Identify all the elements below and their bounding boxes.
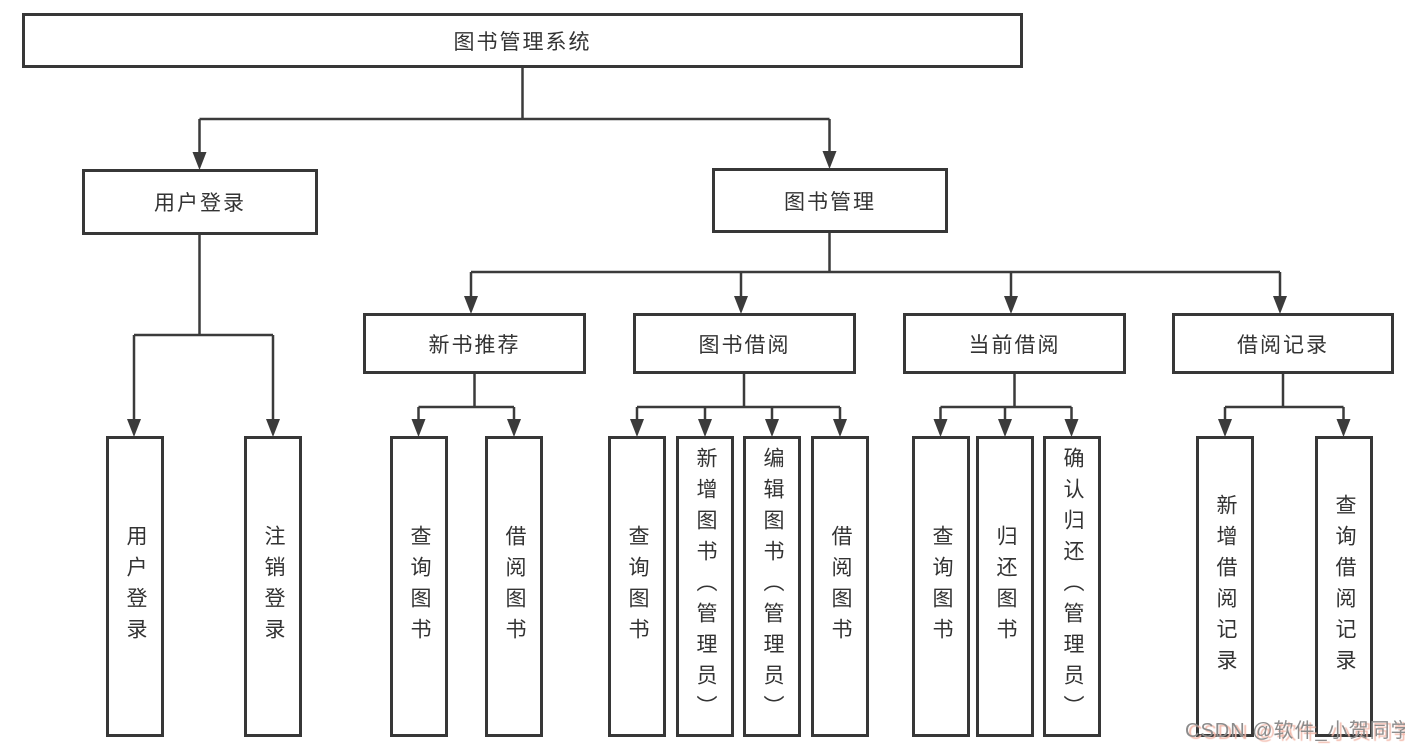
leaf-current-query-book: 查询图书 [912, 436, 970, 737]
csdn-watermark: CSDN @软件_小贺同学 [1185, 720, 1405, 742]
node-borrow-record: 借阅记录 [1172, 313, 1394, 374]
leaf-add-borrow-record: 新增借阅记录 [1196, 436, 1254, 737]
leaf-query-borrow-record: 查询借阅记录 [1315, 436, 1373, 737]
leaf-return-book: 归还图书 [976, 436, 1034, 737]
leaf-newbook-borrow: 借阅图书 [485, 436, 543, 737]
connector-bookborrow-to-leaves [630, 374, 847, 437]
connector-bookmgmt-to-level3 [464, 233, 1287, 314]
connector-newbook-to-leaves [411, 374, 521, 437]
leaf-borrow-query-book: 查询图书 [608, 436, 666, 737]
node-current-borrow-label: 当前借阅 [968, 333, 1061, 357]
leaf-add-borrow-record-label: 新增借阅记录 [1214, 493, 1237, 680]
node-book-management: 图书管理 [712, 168, 948, 233]
leaf-user-login: 用户登录 [106, 436, 164, 737]
leaf-newbook-query: 查询图书 [390, 436, 448, 737]
leaf-borrow-book-label: 借阅图书 [829, 524, 852, 649]
leaf-borrow-book: 借阅图书 [811, 436, 869, 737]
node-book-borrow: 图书借阅 [633, 313, 856, 374]
connector-userlogin-to-leaves [127, 235, 280, 437]
leaf-borrow-query-book-label: 查询图书 [626, 524, 649, 649]
leaf-add-book-admin-label: 新增图书（管理员） [694, 447, 717, 726]
leaf-newbook-borrow-label: 借阅图书 [503, 524, 526, 649]
leaf-logout-label: 注销登录 [262, 524, 285, 649]
leaf-logout: 注销登录 [244, 436, 302, 737]
leaf-query-borrow-record-label: 查询借阅记录 [1333, 493, 1356, 680]
leaf-confirm-return-admin: 确认归还（管理员） [1043, 436, 1101, 737]
connector-root-to-level2 [192, 68, 837, 170]
leaf-confirm-return-admin-label: 确认归还（管理员） [1061, 447, 1084, 726]
node-user-login-label: 用户登录 [154, 192, 246, 215]
leaf-user-login-label: 用户登录 [124, 524, 147, 649]
leaf-edit-book-admin: 编辑图书（管理员） [743, 436, 801, 737]
node-new-book-recommend-label: 新书推荐 [428, 333, 521, 357]
node-root-label: 图书管理系统 [453, 30, 592, 54]
node-new-book-recommend: 新书推荐 [363, 313, 586, 374]
leaf-current-query-book-label: 查询图书 [930, 524, 953, 649]
leaf-return-book-label: 归还图书 [994, 524, 1017, 649]
leaf-edit-book-admin-label: 编辑图书（管理员） [761, 447, 784, 726]
connector-borrowrecord-to-leaves [1218, 374, 1351, 437]
node-book-management-label: 图书管理 [784, 190, 876, 214]
connector-currentborrow-to-leaves [933, 374, 1079, 437]
node-current-borrow: 当前借阅 [903, 313, 1126, 374]
node-user-login: 用户登录 [82, 169, 318, 235]
node-book-borrow-label: 图书借阅 [698, 333, 791, 357]
node-root: 图书管理系统 [22, 13, 1023, 68]
leaf-add-book-admin: 新增图书（管理员） [676, 436, 734, 737]
node-borrow-record-label: 借阅记录 [1237, 333, 1329, 357]
leaf-newbook-query-label: 查询图书 [408, 524, 431, 649]
